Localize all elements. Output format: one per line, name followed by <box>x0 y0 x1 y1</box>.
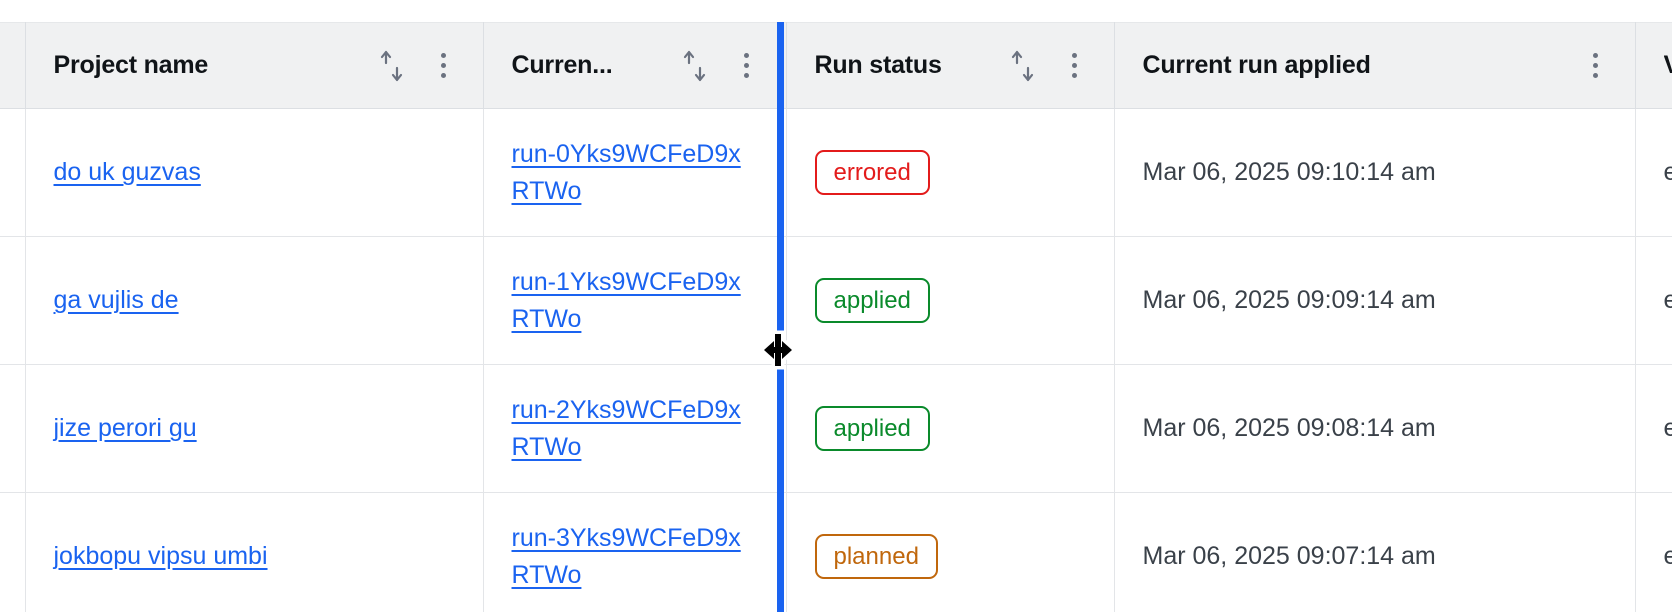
current-run-link[interactable]: run-0Yks9WCFeD9xRTWo <box>511 140 741 205</box>
run-status-cell: applied <box>786 364 1115 493</box>
project-name-link[interactable]: ga vujlis de <box>53 286 179 315</box>
status-badge: errored <box>814 150 930 195</box>
current-run-applied-cell: Mar 06, 2025 09:09:14 am <box>1114 236 1636 365</box>
column-header-project-name-label: Project name <box>53 51 209 79</box>
applied-timestamp: Mar 06, 2025 09:07:14 am <box>1142 542 1436 570</box>
table-header-row: Project name <box>0 22 1672 109</box>
next-column-cell: e <box>1635 236 1672 365</box>
status-badge: applied <box>814 406 930 451</box>
project-name-link[interactable]: jokbopu vipsu umbi <box>53 542 268 571</box>
row-select-cell[interactable] <box>0 364 26 493</box>
sort-icon[interactable] <box>680 49 710 83</box>
row-select-cell[interactable] <box>0 108 26 237</box>
row-select-cell[interactable] <box>0 492 26 612</box>
row-select-cell[interactable] <box>0 236 26 365</box>
column-header-current-run-label: Curren... <box>511 51 613 79</box>
column-header-current-run-applied[interactable]: Current run applied <box>1114 22 1636 109</box>
next-column-cell: e <box>1635 492 1672 612</box>
project-name-link[interactable]: jize perori gu <box>53 414 197 443</box>
column-header-next-column-label: V <box>1664 51 1672 80</box>
column-header-select[interactable] <box>0 22 26 109</box>
sort-icon[interactable] <box>377 49 407 83</box>
current-run-applied-cell: Mar 06, 2025 09:08:14 am <box>1114 364 1636 493</box>
table-scroll-container[interactable]: Project name <box>0 22 1672 612</box>
current-run-link[interactable]: run-3Yks9WCFeD9xRTWo <box>511 524 741 589</box>
table-row[interactable]: jokbopu vipsu umbi run-3Yks9WCFeD9xRTWo … <box>0 492 1672 612</box>
current-run-cell: run-2Yks9WCFeD9xRTWo <box>483 364 787 493</box>
run-status-cell: planned <box>786 492 1115 612</box>
next-column-cell: e <box>1635 364 1672 493</box>
current-run-cell: run-3Yks9WCFeD9xRTWo <box>483 492 787 612</box>
column-header-project-name[interactable]: Project name <box>25 22 484 109</box>
run-status-cell: errored <box>786 108 1115 237</box>
kebab-menu-icon[interactable] <box>1585 49 1607 83</box>
column-header-current-run-applied-label: Current run applied <box>1142 51 1371 79</box>
status-badge: planned <box>814 534 938 579</box>
current-run-applied-cell: Mar 06, 2025 09:10:14 am <box>1114 108 1636 237</box>
applied-timestamp: Mar 06, 2025 09:10:14 am <box>1142 158 1436 186</box>
next-column-cell: e <box>1635 108 1672 237</box>
kebab-menu-icon[interactable] <box>1064 49 1086 83</box>
project-name-cell: ga vujlis de <box>25 236 484 365</box>
current-run-cell: run-0Yks9WCFeD9xRTWo <box>483 108 787 237</box>
applied-timestamp: Mar 06, 2025 09:09:14 am <box>1142 286 1436 314</box>
column-header-run-status[interactable]: Run status <box>786 22 1115 109</box>
project-name-cell: do uk guzvas <box>25 108 484 237</box>
current-run-applied-cell: Mar 06, 2025 09:07:14 am <box>1114 492 1636 612</box>
column-header-current-run[interactable]: Curren... <box>483 22 787 109</box>
next-column-value: e <box>1663 542 1672 570</box>
kebab-menu-icon[interactable] <box>736 49 758 83</box>
project-name-cell: jokbopu vipsu umbi <box>25 492 484 612</box>
next-column-value: e <box>1663 414 1672 442</box>
table-row[interactable]: do uk guzvas run-0Yks9WCFeD9xRTWo errore… <box>0 108 1672 237</box>
project-name-link[interactable]: do uk guzvas <box>53 158 201 187</box>
status-badge: applied <box>814 278 930 323</box>
kebab-menu-icon[interactable] <box>433 49 455 83</box>
sort-icon[interactable] <box>1008 49 1038 83</box>
column-header-next-column[interactable]: V <box>1635 22 1672 109</box>
next-column-value: e <box>1663 286 1672 314</box>
column-header-run-status-label: Run status <box>814 51 942 79</box>
project-name-cell: jize perori gu <box>25 364 484 493</box>
projects-table: Project name <box>0 22 1672 612</box>
current-run-link[interactable]: run-1Yks9WCFeD9xRTWo <box>511 268 741 333</box>
table-header: Project name <box>0 22 1672 109</box>
applied-timestamp: Mar 06, 2025 09:08:14 am <box>1142 414 1436 442</box>
run-status-cell: applied <box>786 236 1115 365</box>
current-run-cell: run-1Yks9WCFeD9xRTWo <box>483 236 787 365</box>
table-row[interactable]: jize perori gu run-2Yks9WCFeD9xRTWo appl… <box>0 364 1672 493</box>
next-column-value: e <box>1663 158 1672 186</box>
table-body: do uk guzvas run-0Yks9WCFeD9xRTWo errore… <box>0 108 1672 612</box>
current-run-link[interactable]: run-2Yks9WCFeD9xRTWo <box>511 396 741 461</box>
table-row[interactable]: ga vujlis de run-1Yks9WCFeD9xRTWo applie… <box>0 236 1672 365</box>
